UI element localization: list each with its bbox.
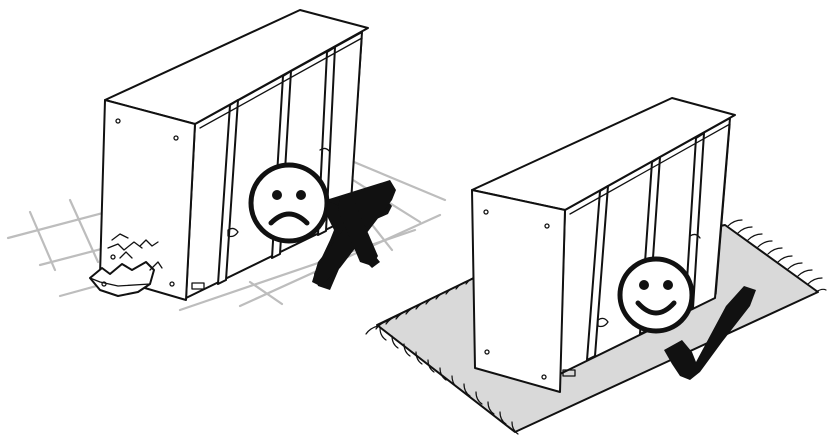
crack-line <box>107 241 143 251</box>
cabinet-front-rim <box>199 37 363 215</box>
dowel-hole <box>173 135 179 141</box>
dowel-hole <box>484 349 490 355</box>
panel-cracks <box>107 233 159 259</box>
dowel-hole <box>110 254 116 260</box>
dowel-hole <box>541 374 547 380</box>
happy-face-icon <box>617 256 695 334</box>
rug-fringe-bottom <box>379 327 519 435</box>
sad-face-icon <box>248 162 330 244</box>
check-mark-icon <box>664 286 756 380</box>
cabinet-divider <box>217 99 239 285</box>
floor-grid-line <box>248 280 284 306</box>
crack-line <box>111 233 129 241</box>
rug-fringe-right <box>727 219 827 293</box>
crack-line <box>119 251 133 259</box>
tile-chip-piece <box>89 261 155 297</box>
cam-lock-fitting <box>689 233 701 239</box>
crack-line <box>149 261 163 271</box>
cabinet-end-panel <box>471 189 566 393</box>
dowel-hole <box>483 209 489 215</box>
chipped-tile <box>89 261 163 297</box>
dowel-hole <box>544 223 550 229</box>
floor-grid-line <box>28 210 57 272</box>
dowel-hole <box>169 281 175 287</box>
cabinet-front-rim <box>569 123 731 295</box>
dowel-hole <box>115 118 121 124</box>
cam-lock-fitting <box>597 317 609 328</box>
cabinet-divider <box>684 132 705 313</box>
wrong-scene <box>6 9 447 312</box>
cam-lock-fitting <box>319 147 331 153</box>
tile-chip-edge <box>89 277 151 287</box>
cross-mark-icon <box>312 180 396 290</box>
dowel-hole <box>101 281 107 287</box>
hinge-fitting <box>562 369 576 377</box>
floor-grid-line <box>68 198 100 264</box>
cabinet-divider <box>586 185 609 361</box>
right-scene <box>365 97 827 435</box>
cam-lock-fitting <box>227 227 239 238</box>
hinge-fitting <box>191 282 205 290</box>
crack-line <box>139 239 159 247</box>
